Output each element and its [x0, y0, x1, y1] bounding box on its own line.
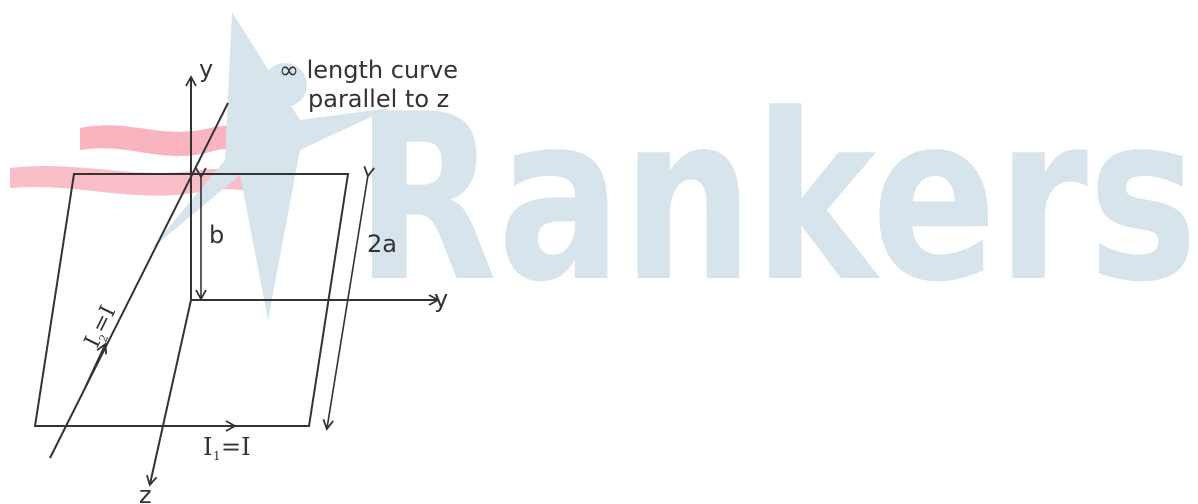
wire-current-arrow [84, 342, 108, 389]
y-axis-horizontal-label: y [434, 285, 448, 313]
watermark-text: Rankers [355, 66, 1198, 333]
curve-note-line2: parallel to z [308, 85, 449, 113]
y-axis-vertical-label: y [199, 55, 213, 83]
dimension-2a-arrow [322, 165, 375, 431]
current-i1-label: I 1 =I [203, 433, 251, 463]
watermark: Rankers [10, 12, 1198, 333]
infinite-wire [49, 102, 229, 459]
current-i1-subscript: 1 [213, 449, 221, 463]
dimension-2a-label: 2a [367, 230, 397, 258]
z-axis [145, 299, 192, 487]
current-i1-symbol: I [203, 433, 212, 461]
current-i2-subscript: 2 [96, 332, 111, 344]
curve-note-line1: ∞ length curve [279, 56, 458, 84]
current-loop-parallelogram [33, 173, 350, 427]
watermark-figure-body [150, 12, 390, 320]
dimension-b-label: b [209, 221, 224, 249]
z-axis-label: z [139, 481, 152, 504]
current-i2-value: =I [87, 302, 121, 337]
current-i1-value: =I [221, 433, 251, 461]
